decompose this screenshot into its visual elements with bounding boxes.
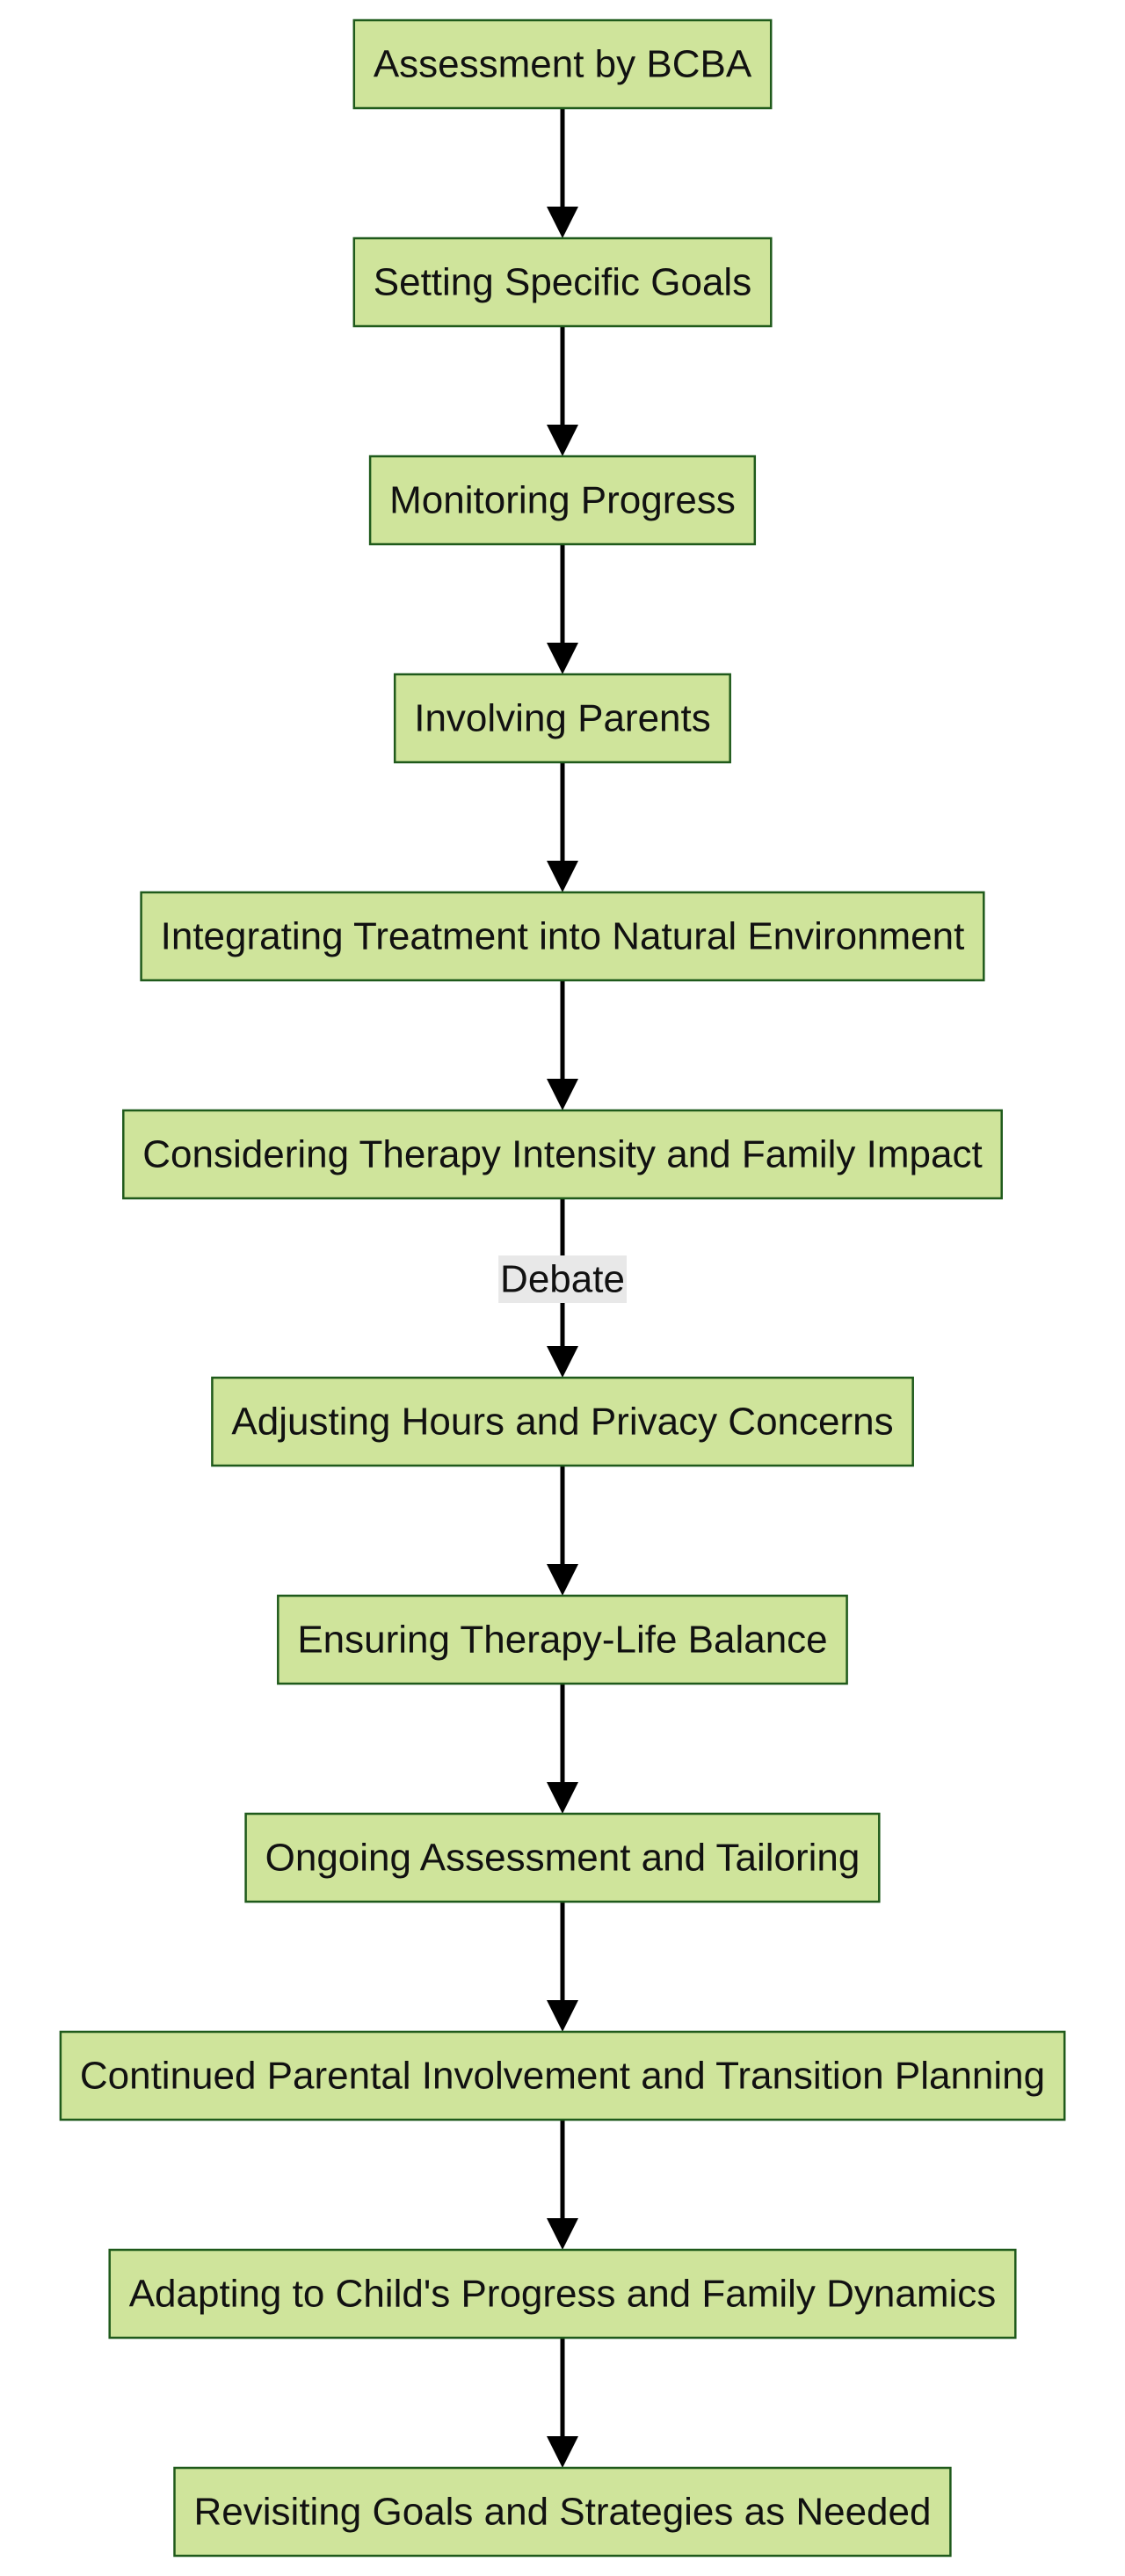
- flow-node-box: [352, 18, 773, 110]
- flow-edge-10: [547, 2120, 578, 2250]
- edge-label: Debate: [500, 1258, 625, 1301]
- flow-edge-2: [547, 326, 578, 456]
- flow-node-4: Involving Parents: [393, 673, 731, 764]
- flow-node-box: [122, 1109, 1003, 1200]
- flow-node-3: Monitoring Progress: [368, 455, 757, 546]
- arrowhead-icon: [547, 2436, 578, 2468]
- flow-edge-8: [547, 1684, 578, 1814]
- flow-node-label: Adjusting Hours and Privacy Concerns: [231, 1401, 893, 1444]
- flow-node-box: [108, 2248, 1017, 2340]
- flow-node-box: [173, 2466, 952, 2558]
- flow-node-box: [244, 1812, 881, 1903]
- flow-node-1: Assessment by BCBA: [352, 18, 773, 110]
- flow-node-6: Considering Therapy Intensity and Family…: [122, 1109, 1003, 1200]
- flow-node-label: Considering Therapy Intensity and Family…: [142, 1133, 982, 1176]
- flow-edge-1: [547, 108, 578, 238]
- flow-edge-4: [547, 762, 578, 892]
- flow-edge-11: [547, 2338, 578, 2468]
- flow-node-label: Adapting to Child's Progress and Family …: [129, 2273, 997, 2316]
- flow-node-box: [393, 673, 731, 764]
- flow-node-label: Involving Parents: [414, 697, 711, 740]
- flow-node-box: [211, 1376, 914, 1467]
- arrowhead-icon: [547, 1079, 578, 1110]
- flow-node-box: [368, 455, 757, 546]
- arrowhead-icon: [547, 2000, 578, 2032]
- flow-node-label: Revisiting Goals and Strategies as Neede…: [194, 2491, 932, 2534]
- flow-node-8: Ensuring Therapy-Life Balance: [277, 1594, 848, 1685]
- flow-node-label: Assessment by BCBA: [374, 43, 752, 86]
- flow-edge-9: [547, 1902, 578, 2032]
- flow-edge-3: [547, 544, 578, 674]
- flow-node-label: Monitoring Progress: [389, 479, 736, 522]
- arrowhead-icon: [547, 1564, 578, 1596]
- flow-node-12: Revisiting Goals and Strategies as Neede…: [173, 2466, 952, 2558]
- arrowhead-icon: [547, 861, 578, 892]
- nodes-layer: Assessment by BCBA Setting Specific Goals…: [59, 18, 1066, 2558]
- arrowhead-icon: [547, 643, 578, 674]
- arrowhead-icon: [547, 2218, 578, 2250]
- flow-node-2: Setting Specific Goals: [352, 236, 773, 328]
- flow-node-10: Continued Parental Involvement and Trans…: [59, 2030, 1066, 2121]
- edge-label-background: [498, 1255, 627, 1303]
- flow-node-box: [352, 236, 773, 328]
- edges-layer: Debate: [498, 108, 627, 2468]
- arrowhead-icon: [547, 425, 578, 456]
- arrowhead-icon: [547, 207, 578, 238]
- flow-node-box: [59, 2030, 1066, 2121]
- flow-node-label: Ensuring Therapy-Life Balance: [297, 1619, 827, 1662]
- flow-node-label: Ongoing Assessment and Tailoring: [265, 1837, 860, 1880]
- flow-node-11: Adapting to Child's Progress and Family …: [108, 2248, 1017, 2340]
- flow-node-box: [140, 891, 985, 982]
- flow-node-box: [277, 1594, 848, 1685]
- flow-node-label: Continued Parental Involvement and Trans…: [80, 2055, 1045, 2098]
- flow-node-5: Integrating Treatment into Natural Envir…: [140, 891, 985, 982]
- flow-edge-5: [547, 980, 578, 1110]
- flow-node-label: Integrating Treatment into Natural Envir…: [161, 915, 965, 958]
- flow-node-7: Adjusting Hours and Privacy Concerns: [211, 1376, 914, 1467]
- flow-edge-7: [547, 1466, 578, 1596]
- flow-node-label: Setting Specific Goals: [374, 261, 751, 304]
- flow-edge-6: Debate: [498, 1198, 627, 1378]
- flow-node-9: Ongoing Assessment and Tailoring: [244, 1812, 881, 1903]
- arrowhead-icon: [547, 1782, 578, 1814]
- arrowhead-icon: [547, 1346, 578, 1378]
